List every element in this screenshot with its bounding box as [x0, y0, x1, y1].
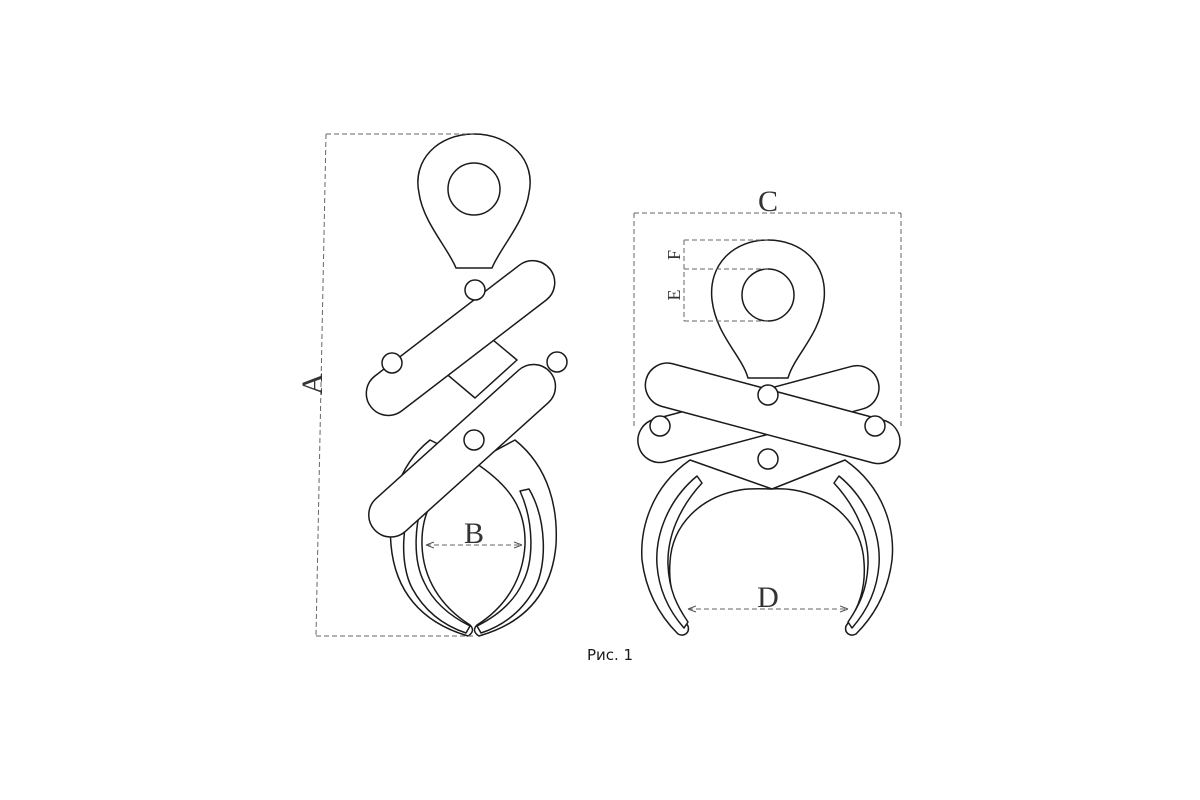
pivot-pin-center: [463, 429, 485, 451]
figure-caption: Рис. 1: [586, 646, 634, 664]
lower-link-plate: [368, 363, 557, 538]
dimension-f-label: F: [664, 250, 684, 260]
eye-hole: [447, 162, 501, 216]
left-jaw-groove-open: [656, 475, 703, 629]
grab-closed-view: A B: [296, 133, 568, 637]
dimension-d-label: D: [757, 581, 779, 614]
dimension-b-label: B: [464, 517, 484, 550]
grab-open-view: C F E D: [633, 185, 902, 636]
eye-hole-open: [741, 268, 795, 322]
pivot-pin-top: [464, 279, 486, 301]
right-jaw-groove: [476, 488, 545, 634]
pivot-pin-left: [381, 352, 403, 374]
pivot-pin-right: [546, 351, 568, 373]
pivot-pin-top-open: [757, 384, 779, 406]
dimension-d-arrows: [687, 605, 849, 613]
dimension-c-label: C: [758, 185, 778, 218]
dimension-e-label: E: [664, 290, 684, 301]
pivot-pin-left-open: [649, 415, 671, 437]
left-jaw-groove: [402, 488, 471, 634]
right-jaw-groove-open: [833, 475, 880, 629]
upper-link-plate: [365, 259, 556, 417]
dimension-a-line: [315, 133, 327, 637]
dimension-b-arrows: [425, 541, 523, 549]
pivot-pin-center-open: [757, 448, 779, 470]
dimension-a-label: A: [296, 373, 329, 395]
pivot-pin-right-open: [864, 415, 886, 437]
right-link-plate-open: [644, 362, 901, 465]
